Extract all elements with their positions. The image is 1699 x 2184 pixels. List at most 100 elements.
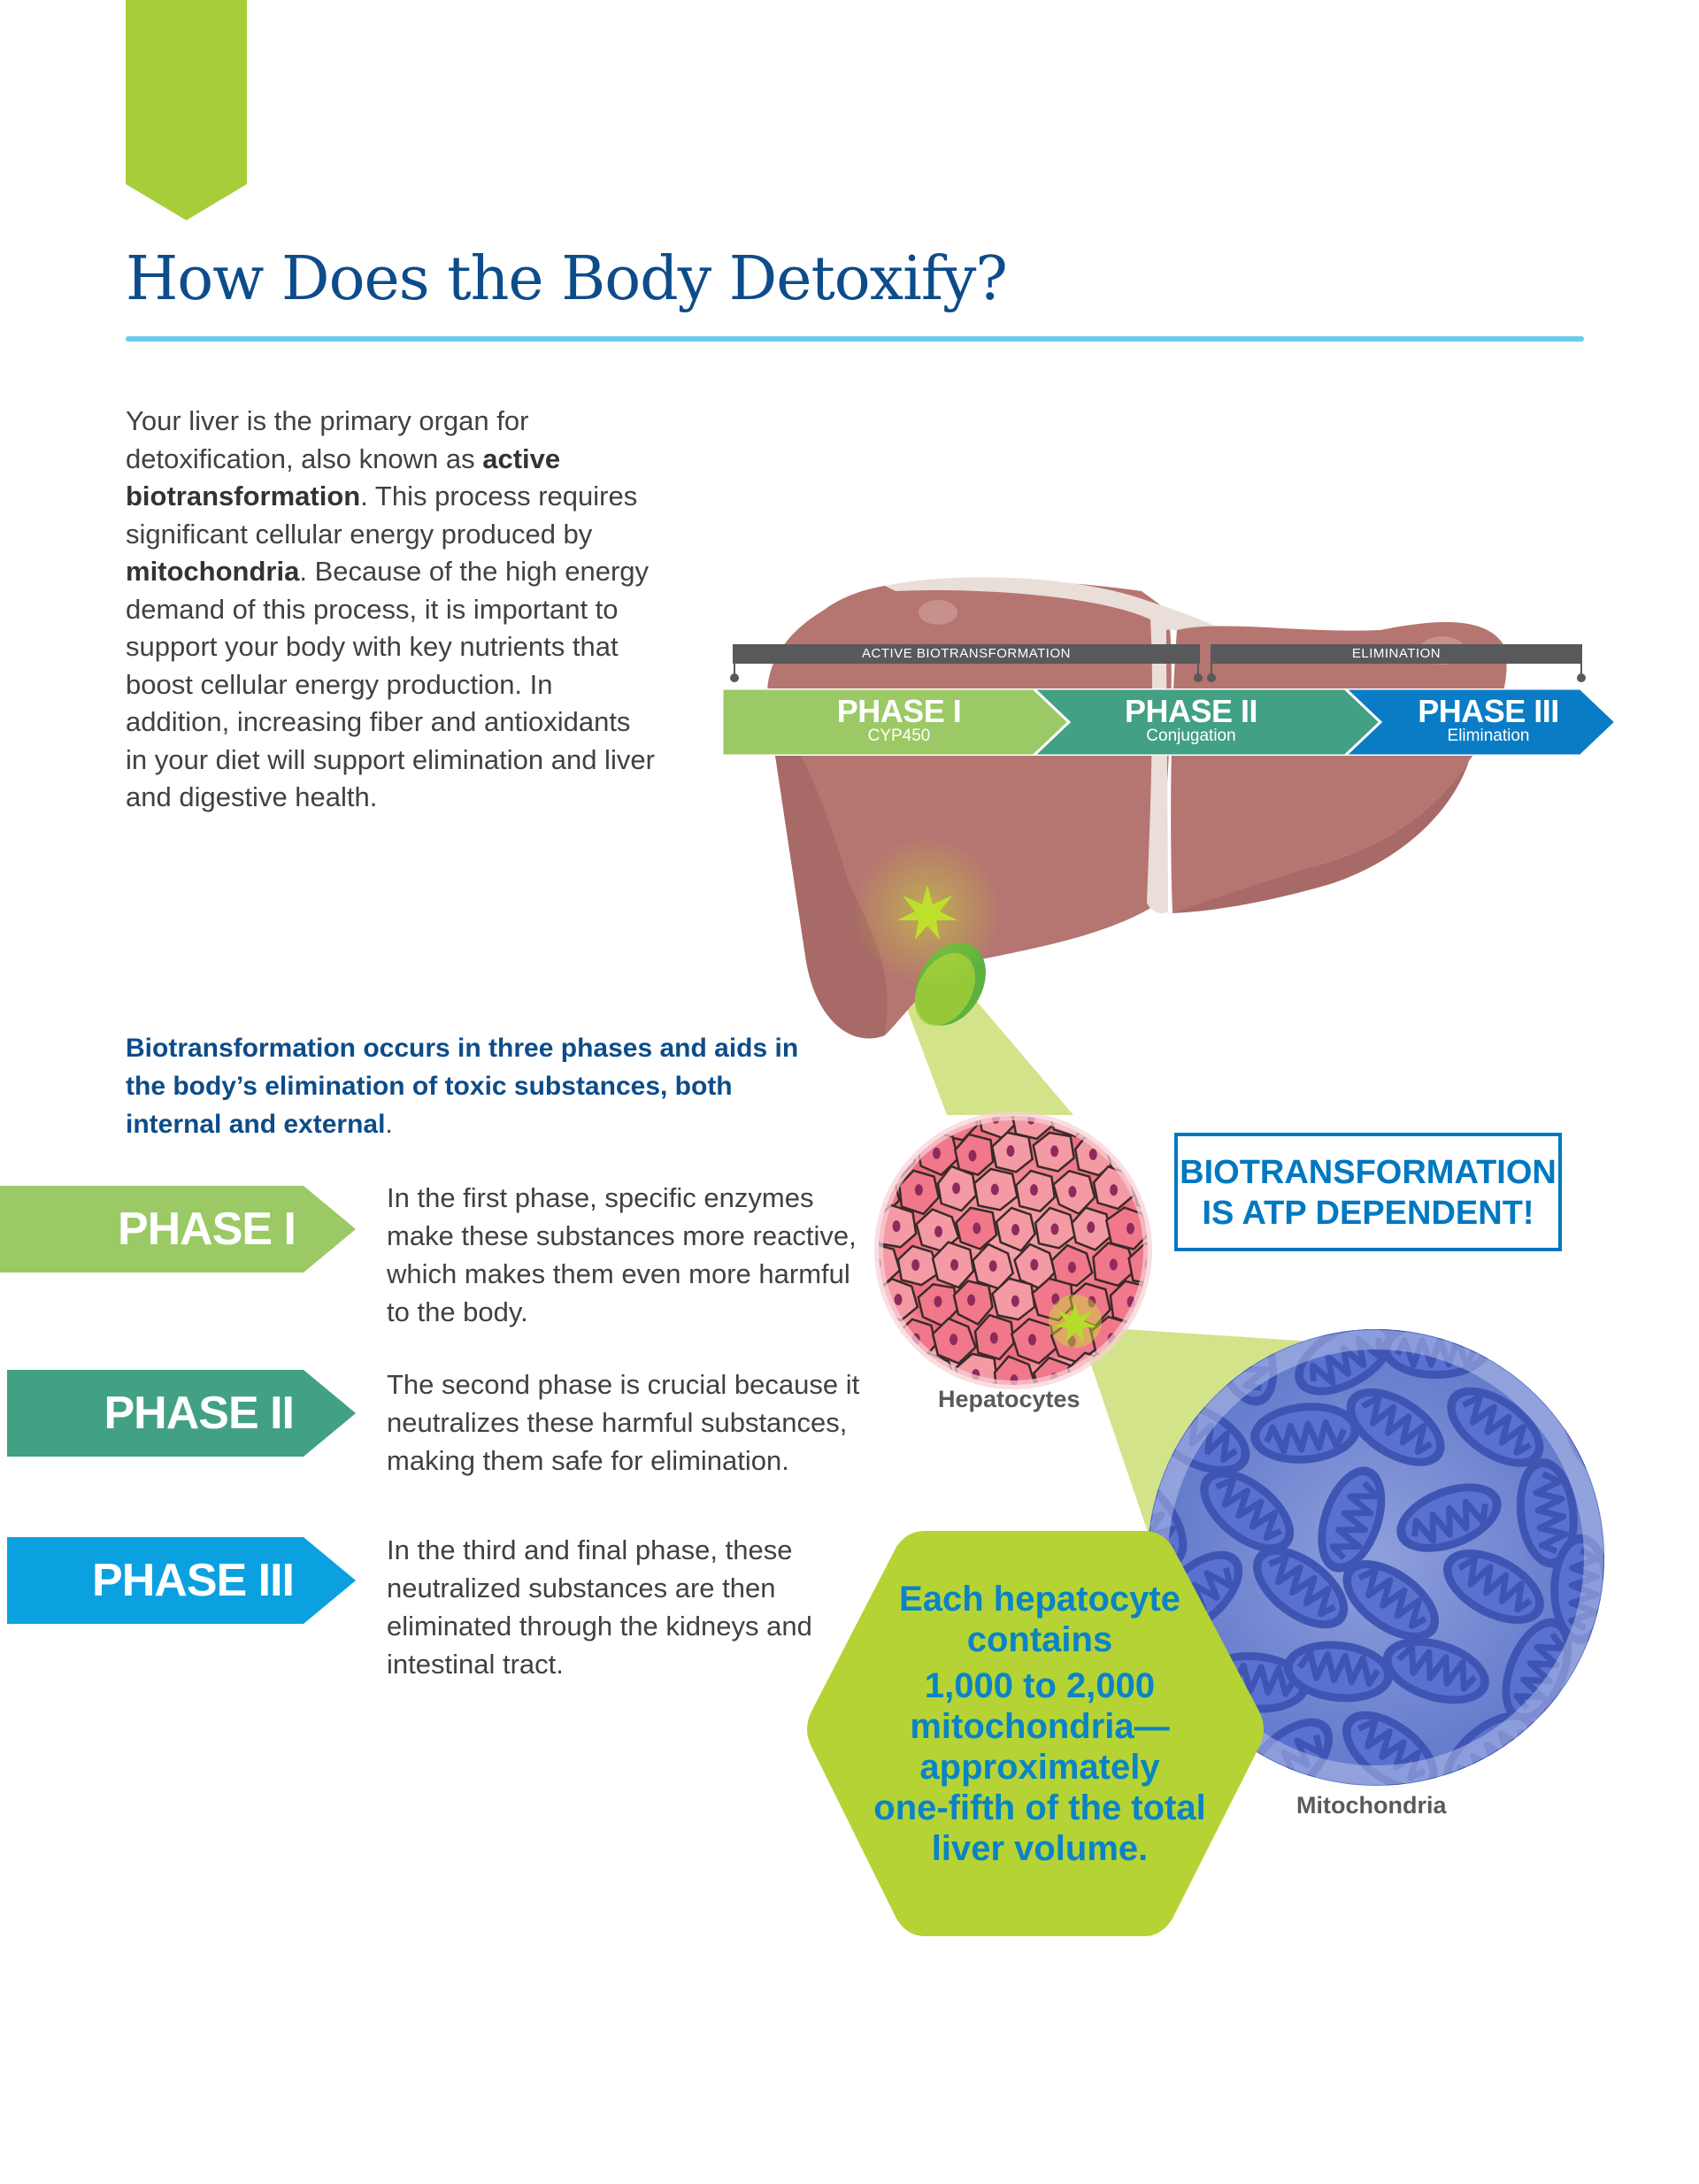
fact-line: 1,000 to 2,000: [924, 1666, 1156, 1705]
cell-nucleus: [932, 1147, 941, 1159]
cell-nucleus: [1065, 1116, 1074, 1122]
cell-nucleus: [1088, 1149, 1097, 1161]
cell-nucleus: [1087, 1369, 1096, 1381]
hepatocyte-cell: [1090, 1116, 1133, 1138]
callout-line-1: BIOTRANSFORMATION: [1180, 1154, 1557, 1191]
cell-nucleus: [989, 1332, 998, 1344]
hepatocyte-cell: [879, 1116, 898, 1139]
intro-text: . This process requires significant cell…: [126, 481, 638, 550]
atp-dependent-callout: BIOTRANSFORMATION IS ATP DEPENDENT!: [1174, 1133, 1562, 1251]
mitochondrion: [1382, 1637, 1489, 1704]
cell-nucleus: [893, 1150, 902, 1163]
mitochondrion: [1252, 1547, 1349, 1629]
hepatocyte-cell: [879, 1356, 921, 1385]
hepatocyte-cell: [1127, 1242, 1148, 1286]
phase-2-description: The second phase is crucial because it n…: [387, 1369, 860, 1476]
span-endpoint-dot: [1194, 673, 1203, 682]
mitochondrion: [1283, 1641, 1394, 1703]
hepatocyte-cell: [1146, 1281, 1148, 1328]
fact-line: Each hepatocyte: [899, 1580, 1180, 1619]
cell-nucleus: [1126, 1222, 1135, 1234]
cell-nucleus: [1030, 1258, 1039, 1271]
spark-icon: [1054, 1303, 1096, 1342]
fact-hexagon: [807, 1531, 1264, 1936]
mitochondrion: [1342, 1560, 1440, 1641]
cell-nucleus: [1050, 1223, 1059, 1235]
lead-text: Biotransformation occurs in three phases…: [126, 1034, 799, 1139]
mitochondrion: [1148, 1329, 1187, 1390]
phase-3-label: PHASE III: [92, 1555, 295, 1606]
phase-chevron-bar: PHASE I CYP450 PHASE II Conjugation PHAS…: [722, 688, 1618, 756]
span-tick: [1580, 664, 1582, 676]
phase-2-arrow: PHASE II: [7, 1370, 365, 1457]
cell-nucleus: [879, 1333, 880, 1345]
cell-nucleus: [1050, 1145, 1059, 1157]
phase-2-label: PHASE II: [104, 1388, 295, 1439]
mitochondrion: [1550, 1534, 1604, 1644]
chevron-phase-1-name: PHASE I: [836, 693, 962, 729]
chevron-phase-2: PHASE II Conjugation: [1067, 688, 1315, 756]
chevron-phase-2-shape: [1031, 688, 1383, 756]
chevron-phase-3-shape: [1342, 688, 1618, 756]
cell-nucleus: [1051, 1293, 1060, 1305]
cell-nucleus: [1027, 1334, 1036, 1346]
fact-line: liver volume.: [931, 1829, 1149, 1868]
cell-nucleus: [1129, 1372, 1138, 1384]
chevron-phase-2-sub: Conjugation: [1146, 727, 1236, 745]
hepatocyte-cell: [1131, 1116, 1148, 1142]
cell-nucleus: [1067, 1261, 1076, 1273]
intro-text: . Because of the high energy demand of t…: [126, 556, 655, 812]
span-endpoint-dot: [1577, 673, 1586, 682]
cell-nucleus: [1011, 1224, 1020, 1236]
mitochondrion: [1442, 1550, 1544, 1624]
cell-nucleus: [879, 1188, 882, 1201]
phase-3-arrow: PHASE III: [7, 1537, 365, 1624]
hepatocyte-cell: [879, 1318, 900, 1361]
cell-nucleus: [1109, 1258, 1118, 1271]
cell-nucleus: [1109, 1116, 1118, 1124]
cell-nucleus: [1088, 1296, 1096, 1308]
cell-nucleus: [1011, 1295, 1019, 1307]
page-title: How Does the Body Detoxify?: [126, 244, 1008, 314]
span-tick: [734, 664, 735, 676]
liver-illustration: [766, 577, 1507, 1115]
mitochondrion: [1502, 1618, 1572, 1722]
mitochondrion: [1295, 1329, 1395, 1396]
phase-1-label: PHASE I: [117, 1204, 296, 1255]
hepatocytes-label: Hepatocytes: [938, 1386, 1080, 1412]
span-endpoint-dot: [730, 673, 739, 682]
cell-nucleus: [1149, 1187, 1155, 1198]
biotransformation-lead: Biotransformation occurs in three phases…: [126, 1029, 816, 1143]
mitochondrion: [1541, 1724, 1604, 1786]
chevron-phase-1-sub: CYP450: [867, 727, 931, 745]
cell-nucleus: [968, 1150, 977, 1162]
span-tick: [1197, 664, 1199, 676]
hepatocyte-cell: [1146, 1134, 1148, 1179]
fact-line: one-fifth of the total: [873, 1788, 1206, 1827]
cell-nucleus: [914, 1184, 923, 1196]
intro-paragraph: Your liver is the primary organ for deto…: [126, 403, 657, 817]
cell-nucleus: [1067, 1335, 1076, 1348]
phase-1-arrow: PHASE I: [0, 1186, 357, 1273]
lead-period: .: [385, 1110, 393, 1139]
cell-nucleus: [879, 1116, 882, 1123]
fact-line: approximately: [919, 1748, 1160, 1787]
hepatocyte-cell: [896, 1116, 939, 1141]
chevron-phase-3-name: PHASE III: [1418, 693, 1559, 729]
intro-emphasis: mitochondria: [126, 556, 300, 587]
section-tab-marker: [126, 0, 247, 220]
cell-nucleus: [1068, 1186, 1077, 1198]
cell-nucleus: [1110, 1184, 1119, 1196]
cell-nucleus: [973, 1222, 981, 1234]
cell-nucleus: [892, 1371, 901, 1383]
span-endpoint-dot: [1207, 673, 1216, 682]
spark-icon: [897, 885, 957, 940]
intro-emphasis: active biotransformation: [126, 442, 561, 512]
cell-nucleus: [1029, 1184, 1038, 1196]
cell-nucleus: [911, 1258, 920, 1271]
cell-nucleus: [952, 1182, 961, 1195]
chevron-phase-3: PHASE III Elimination: [1382, 688, 1595, 756]
phase-3-description: In the third and final phase, these neut…: [387, 1534, 812, 1680]
mitochondrion: [1250, 1403, 1360, 1464]
